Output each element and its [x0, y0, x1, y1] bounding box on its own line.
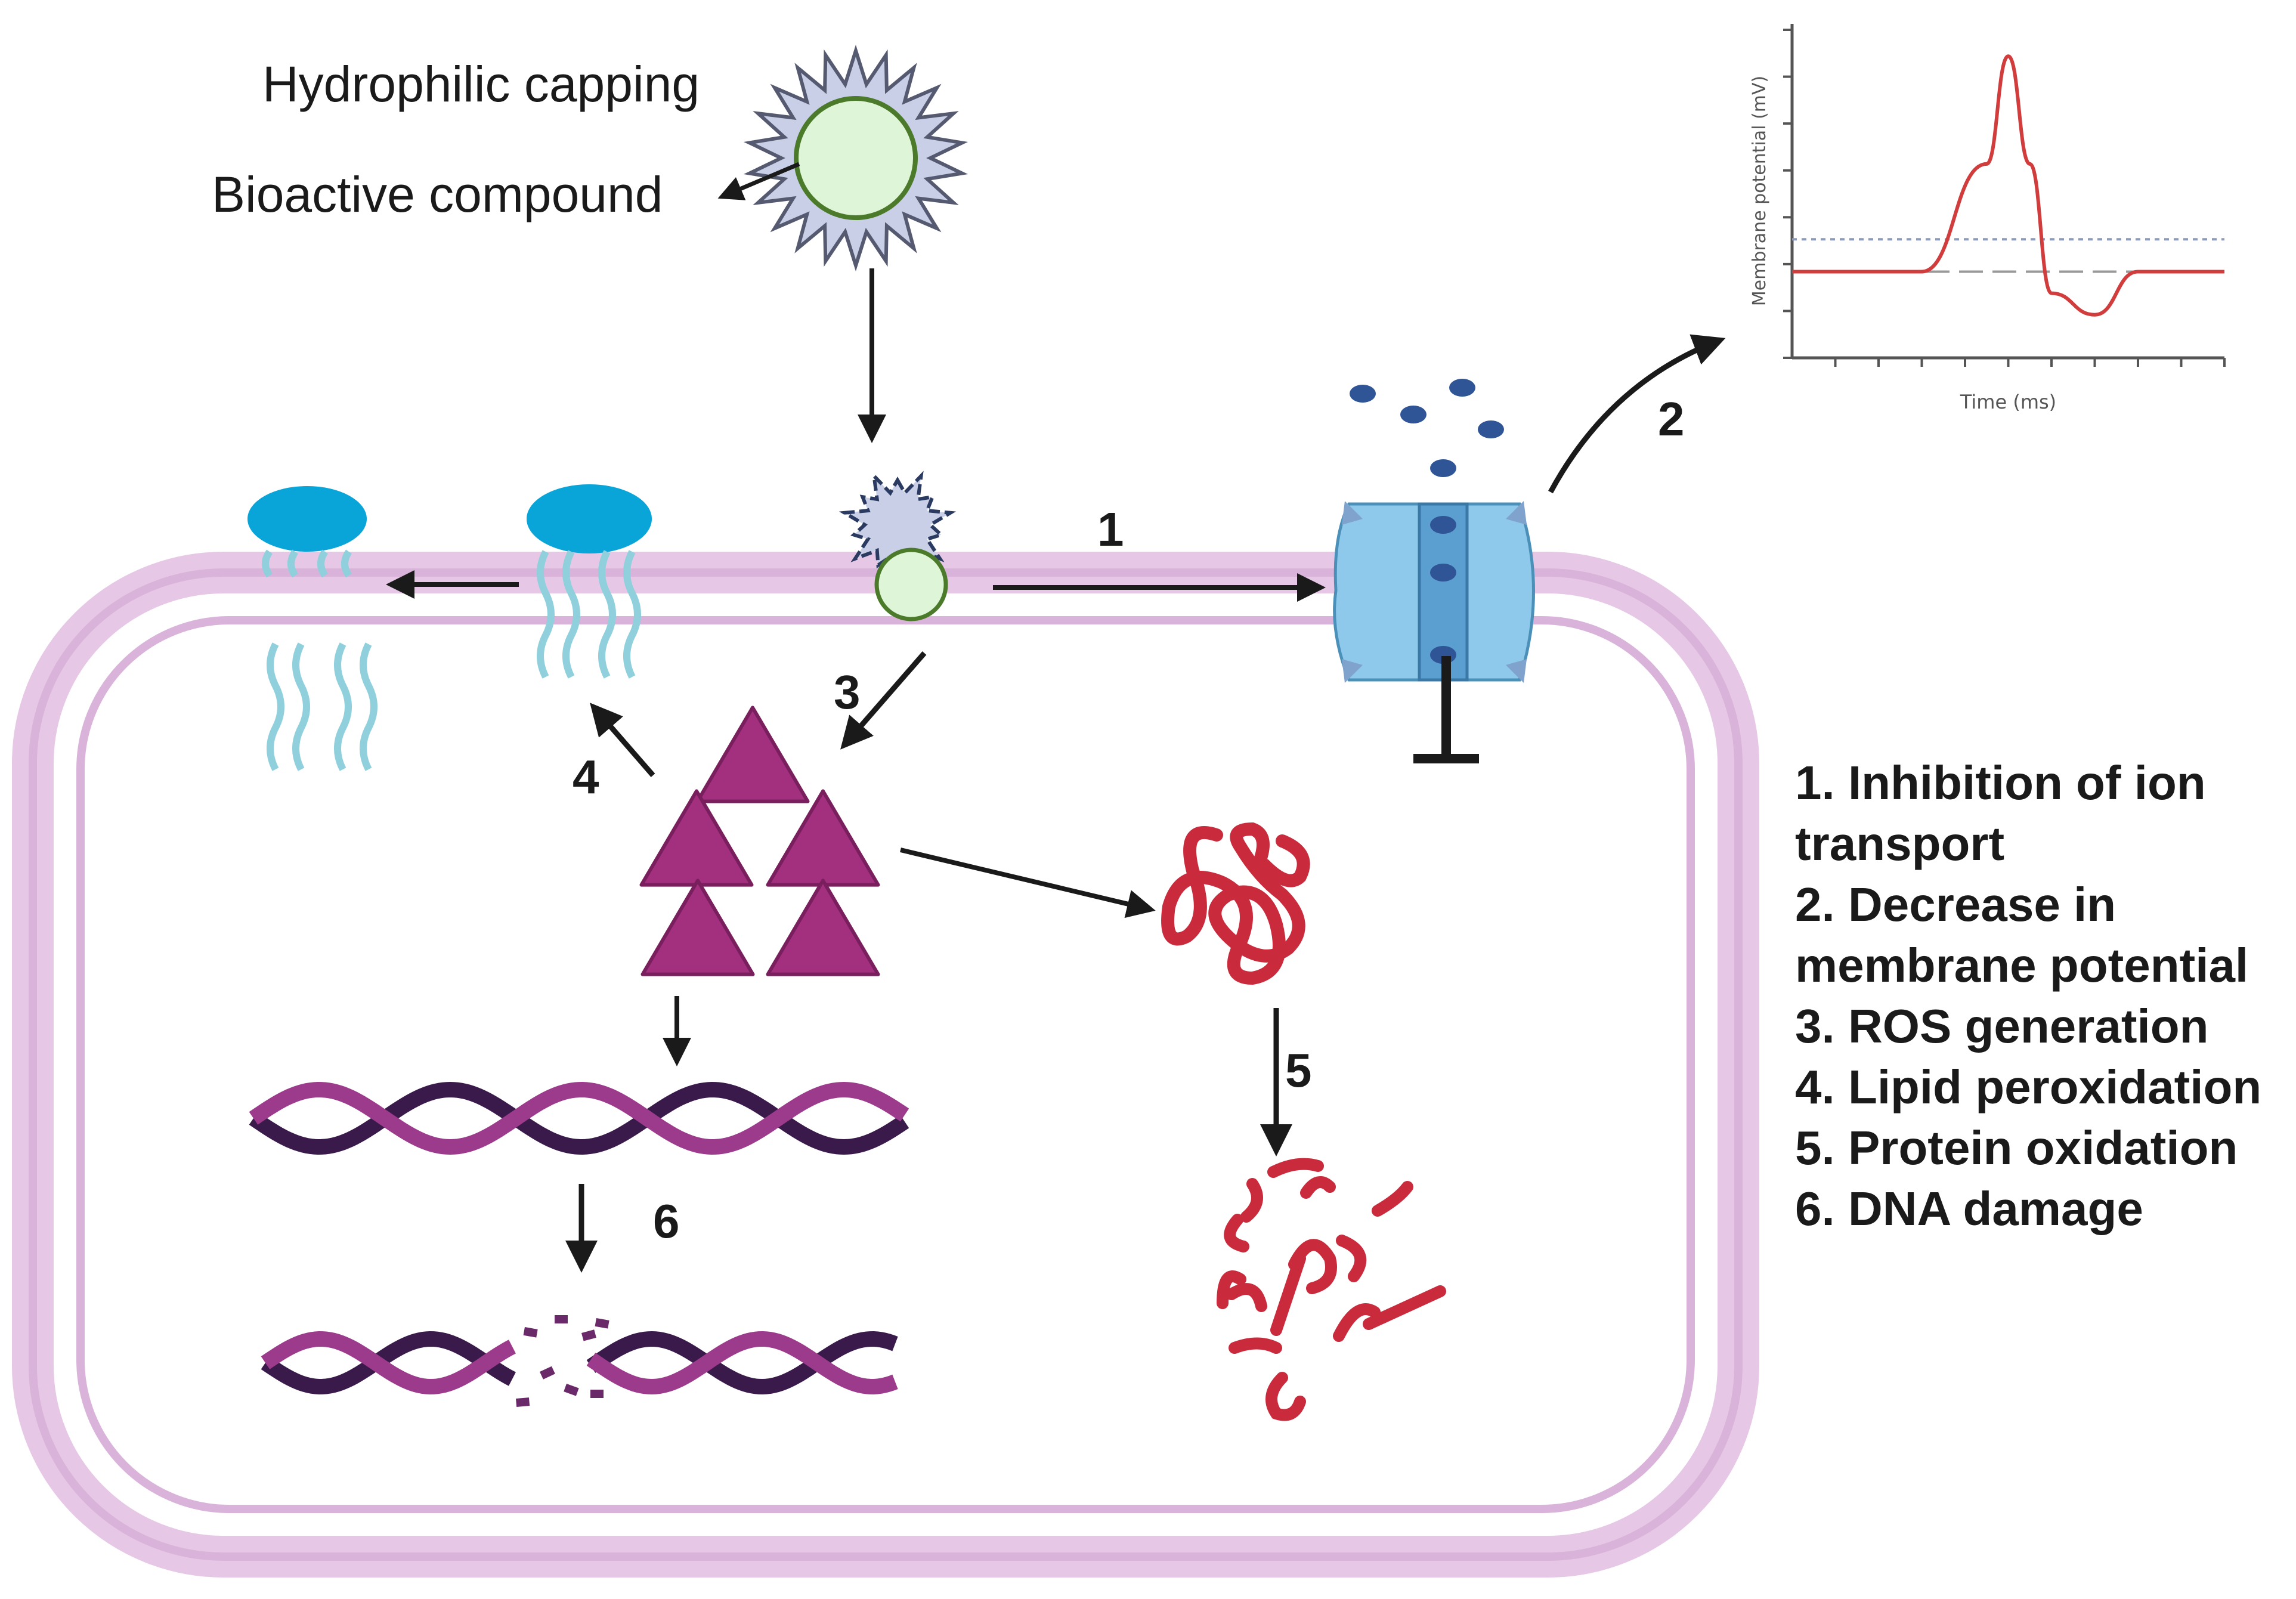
ions: [1350, 379, 1504, 477]
lipid-peroxidized: [247, 486, 377, 771]
ros-molecule: [639, 789, 754, 887]
compound-pointer: [717, 162, 800, 200]
legend-line: 2. Decrease in: [1795, 878, 2116, 931]
protein-intact: [1161, 822, 1310, 985]
dna-intact: [249, 1081, 909, 1155]
legend: 1. Inhibition of ion transport 2. Decrease…: [1795, 756, 2261, 1235]
arrow-2: [1548, 334, 1726, 494]
arrow-3: [840, 651, 927, 750]
step-3-label: 3: [834, 666, 861, 719]
y-axis-label: Membrane potential (mV): [1749, 76, 1770, 306]
legend-line: transport: [1795, 817, 2004, 870]
arrow-4: [590, 703, 655, 777]
dna-damaged: [261, 1315, 898, 1407]
capped-nanoparticle: [743, 45, 968, 271]
step-4-label: 4: [573, 750, 599, 803]
legend-line: 6. DNA damage: [1795, 1182, 2143, 1235]
step-6-label: 6: [653, 1195, 680, 1248]
legend-line: 3. ROS generation: [1795, 1000, 2208, 1053]
ros-molecule: [766, 789, 880, 887]
step-5-label: 5: [1285, 1044, 1312, 1097]
legend-line: 5. Protein oxidation: [1795, 1121, 2238, 1174]
lipid-intact: [527, 484, 652, 679]
step-1-label: 1: [1097, 503, 1124, 556]
decapping-particle: [838, 471, 957, 621]
legend-line: 1. Inhibition of ion: [1795, 756, 2206, 809]
x-axis-label: Time (ms): [1960, 391, 2056, 413]
step-2-label: 2: [1658, 392, 1685, 446]
legend-line: 4. Lipid peroxidation: [1795, 1060, 2261, 1114]
legend-line: membrane potential: [1795, 939, 2248, 992]
ros-molecule: [766, 879, 880, 976]
inhibition-symbol: [1413, 656, 1479, 763]
protein-oxidized: [1217, 1158, 1446, 1421]
hydrophilic-capping-label: Hydrophilic capping: [262, 56, 700, 112]
ros-protein-arrow: [900, 848, 1156, 918]
cell-membrane: [12, 552, 1759, 1578]
potential-curve: [1792, 54, 2224, 317]
ion-channel: [1333, 501, 1535, 683]
ros-cluster: [639, 706, 880, 976]
membrane-potential-chart: Time (ms) Membrane potential (mV): [1749, 24, 2226, 413]
ros-molecule: [695, 706, 810, 803]
ros-molecule: [640, 879, 755, 976]
bioactive-compound-label: Bioactive compound: [212, 166, 663, 222]
